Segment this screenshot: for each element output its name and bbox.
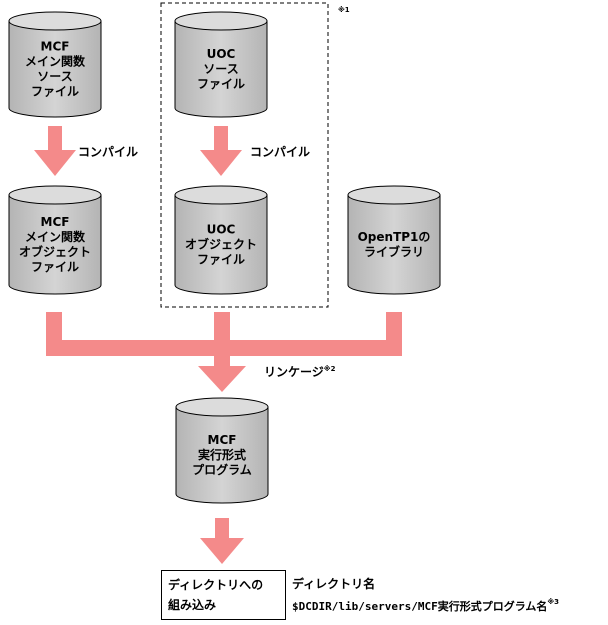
cylinder-mcf-object-label-line: オブジェクト	[19, 244, 91, 259]
cylinder-uoc-object-label-line: ファイル	[197, 253, 245, 267]
directory-install-box: ディレクトリへの 組み込み	[161, 570, 286, 620]
uoc-group-frame	[160, 2, 329, 308]
cylinder-uoc-source-label-line: UOC	[207, 47, 236, 61]
cylinder-uoc-source-label-line: ソース	[203, 62, 238, 76]
directory-name-label: ディレクトリ名 $DCDIR/lib/servers/MCF実行形式プログラム名…	[292, 575, 559, 616]
directory-install-line2: 組み込み	[168, 598, 217, 612]
cylinder-mcf-executable-label-line: プログラム	[192, 462, 252, 477]
cylinder-mcf-source-label-line: ソース	[37, 70, 72, 84]
linkage-connector	[46, 312, 402, 392]
uoc-group-note: ※1	[338, 5, 350, 14]
compile-arrow-left	[34, 126, 76, 176]
cylinder-mcf-object-label-line: MCF	[41, 215, 70, 229]
directory-install-line1: ディレクトリへの	[168, 578, 264, 592]
cylinder-uoc-object-label-line: オブジェクト	[185, 237, 257, 252]
directory-path-note: ※3	[547, 598, 560, 606]
compile-label-right: コンパイル	[250, 145, 310, 159]
cylinder-mcf-executable-label-line: 実行形式	[198, 447, 246, 462]
cylinder-mcf-source-label-line: メイン関数	[25, 54, 86, 69]
compile-label-left: コンパイル	[78, 145, 138, 159]
cylinder-mcf-object-label-line: メイン関数	[25, 229, 86, 244]
cylinder-opentp1-library-label-line: OpenTP1の	[358, 230, 431, 244]
cylinder-mcf-source-label-line: ファイル	[31, 85, 79, 99]
directory-path: $DCDIR/lib/servers/MCF実行形式プログラム名	[292, 600, 548, 613]
directory-name-title: ディレクトリ名	[292, 577, 376, 591]
cylinder-mcf-source-label-line: MCF	[41, 40, 70, 54]
cylinder-uoc-object-label-line: UOC	[207, 223, 236, 237]
cylinder-mcf-executable: MCF実行形式プログラム	[175, 397, 269, 504]
cylinder-mcf-object-label-line: ファイル	[31, 260, 79, 274]
linkage-label: リンケージ※2	[264, 364, 336, 379]
cylinder-mcf-executable-label-line: MCF	[208, 433, 237, 447]
cylinder-opentp1-library-label-line: ライブラリ	[364, 244, 424, 259]
install-arrow	[200, 518, 244, 564]
cylinder-uoc-source-label-line: ファイル	[197, 77, 245, 91]
compile-arrow-right	[200, 126, 242, 176]
